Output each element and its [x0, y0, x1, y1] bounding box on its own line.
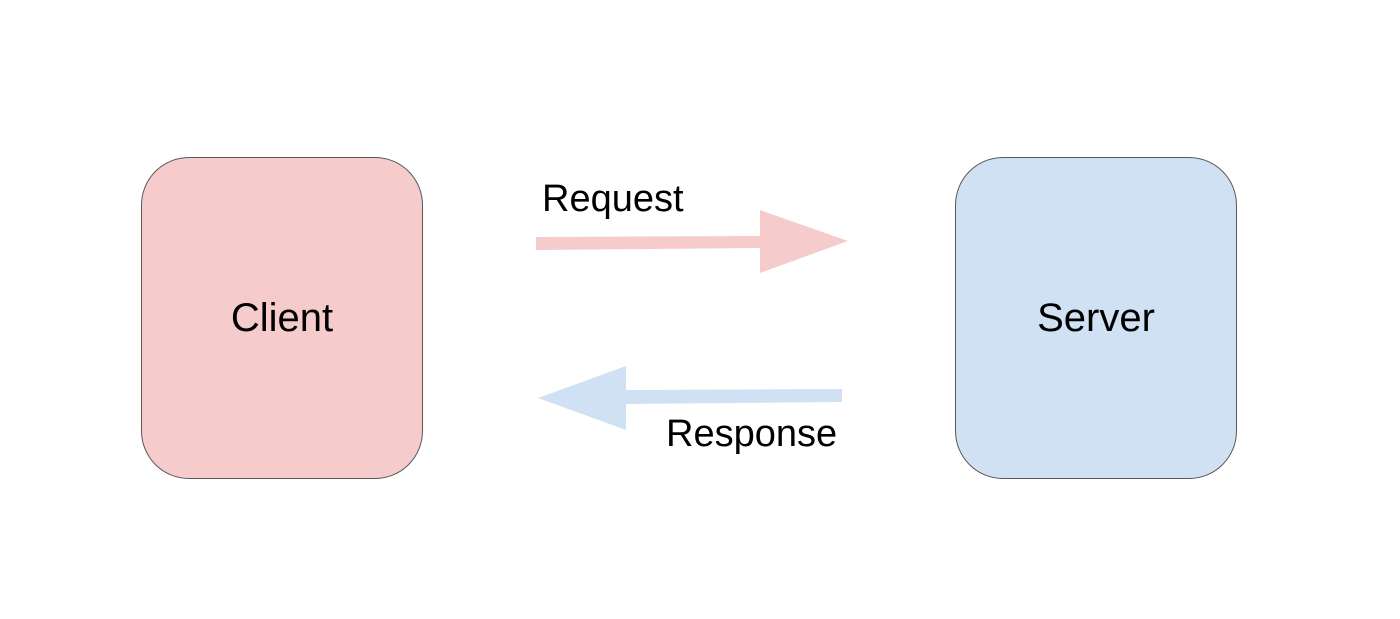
- client-label: Client: [230, 295, 334, 340]
- server-box: Server: [955, 157, 1237, 479]
- response-arrow: [538, 366, 842, 430]
- server-label: Server: [1037, 295, 1155, 340]
- response-label: Response: [666, 413, 838, 455]
- client-box: Client: [141, 157, 423, 479]
- request-arrow: [536, 210, 848, 273]
- request-label: Request: [542, 178, 684, 220]
